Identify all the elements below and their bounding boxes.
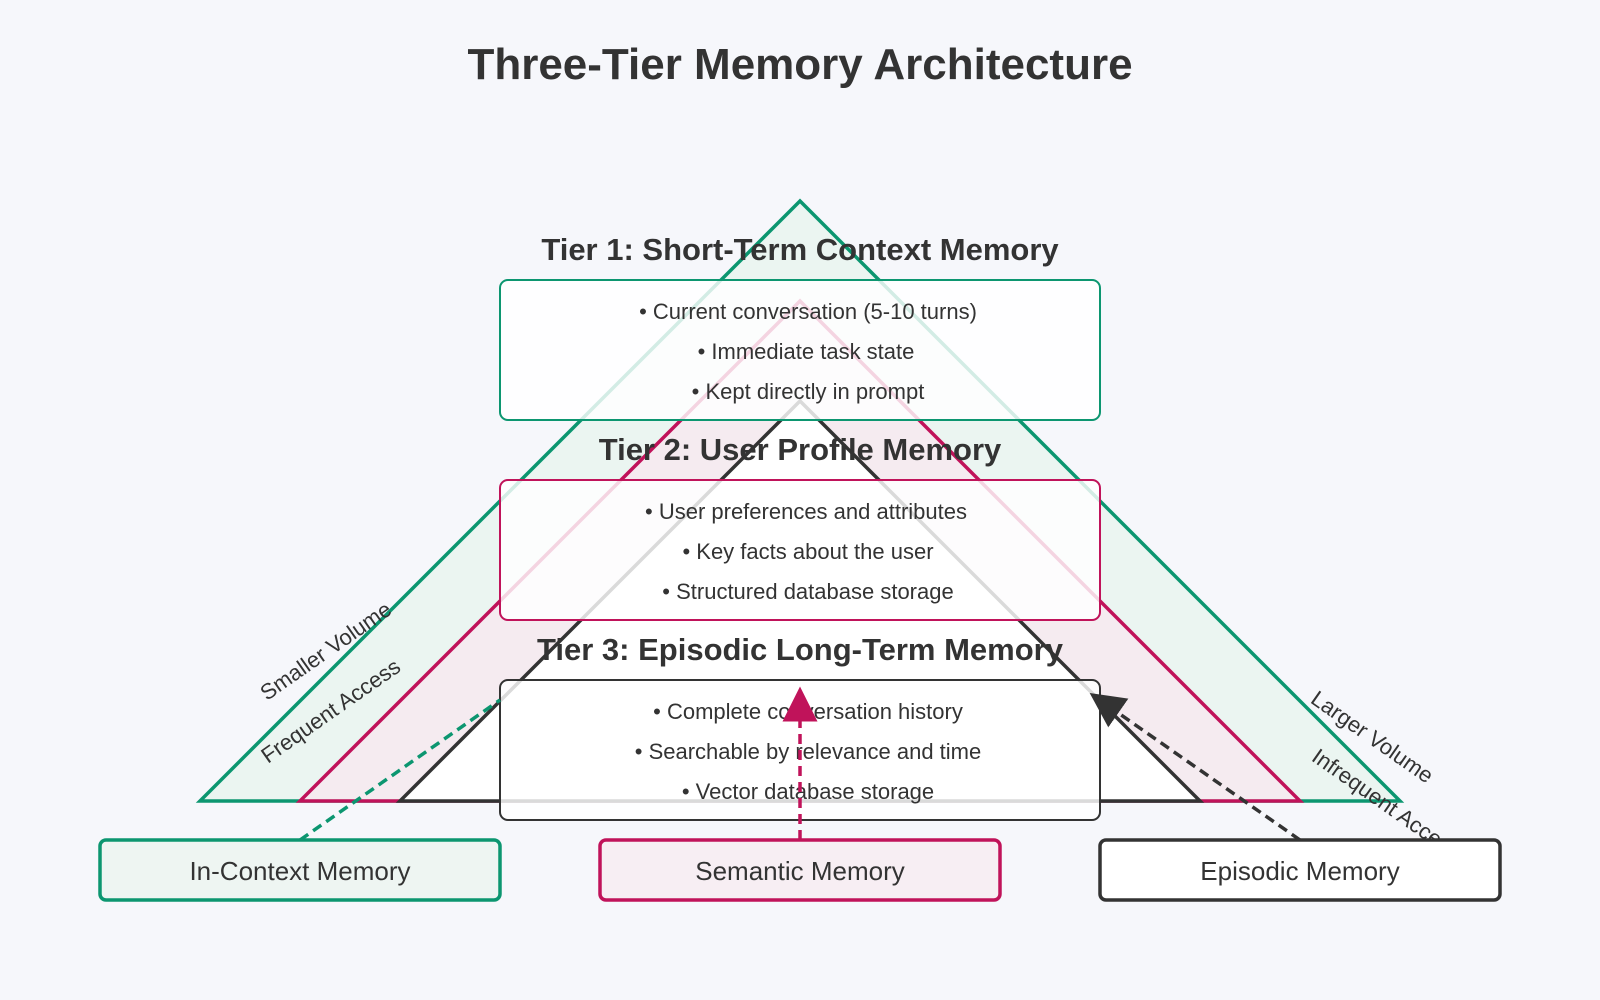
tier1-bullet-1: • Current conversation (5-10 turns) <box>639 299 977 324</box>
tier2-bullet-1: • User preferences and attributes <box>645 499 967 524</box>
semantic-memory-box <box>598 838 1002 902</box>
tier1-details-box <box>499 279 1101 421</box>
in-context-memory-box <box>98 838 502 902</box>
tier3-bullet-1: • Complete conversation history <box>653 699 963 724</box>
in-context-memory-label: In-Context Memory <box>189 856 410 886</box>
episodic-memory-box <box>1098 838 1502 902</box>
episodic-connector-arrow <box>1089 692 1302 842</box>
diagram-title: Three-Tier Memory Architecture <box>467 40 1132 89</box>
tier3-bullet-2: • Searchable by relevance and time <box>635 739 981 764</box>
tier1-title: Tier 1: Short-Term Context Memory <box>541 232 1059 267</box>
tier2-details-box <box>499 479 1101 621</box>
tier1-bullet-3: • Kept directly in prompt <box>692 379 925 404</box>
tier2-title: Tier 2: User Profile Memory <box>599 432 1002 467</box>
tier2-bullet-3: • Structured database storage <box>662 579 953 604</box>
episodic-memory-label: Episodic Memory <box>1200 856 1399 886</box>
tier3-bullet-3: • Vector database storage <box>682 779 934 804</box>
tier3-title: Tier 3: Episodic Long-Term Memory <box>537 632 1064 667</box>
semantic-memory-label: Semantic Memory <box>695 856 905 886</box>
in-context-connector <box>298 698 502 842</box>
tier2-bullet-2: • Key facts about the user <box>682 539 933 564</box>
tier1-bullet-2: • Immediate task state <box>698 339 915 364</box>
